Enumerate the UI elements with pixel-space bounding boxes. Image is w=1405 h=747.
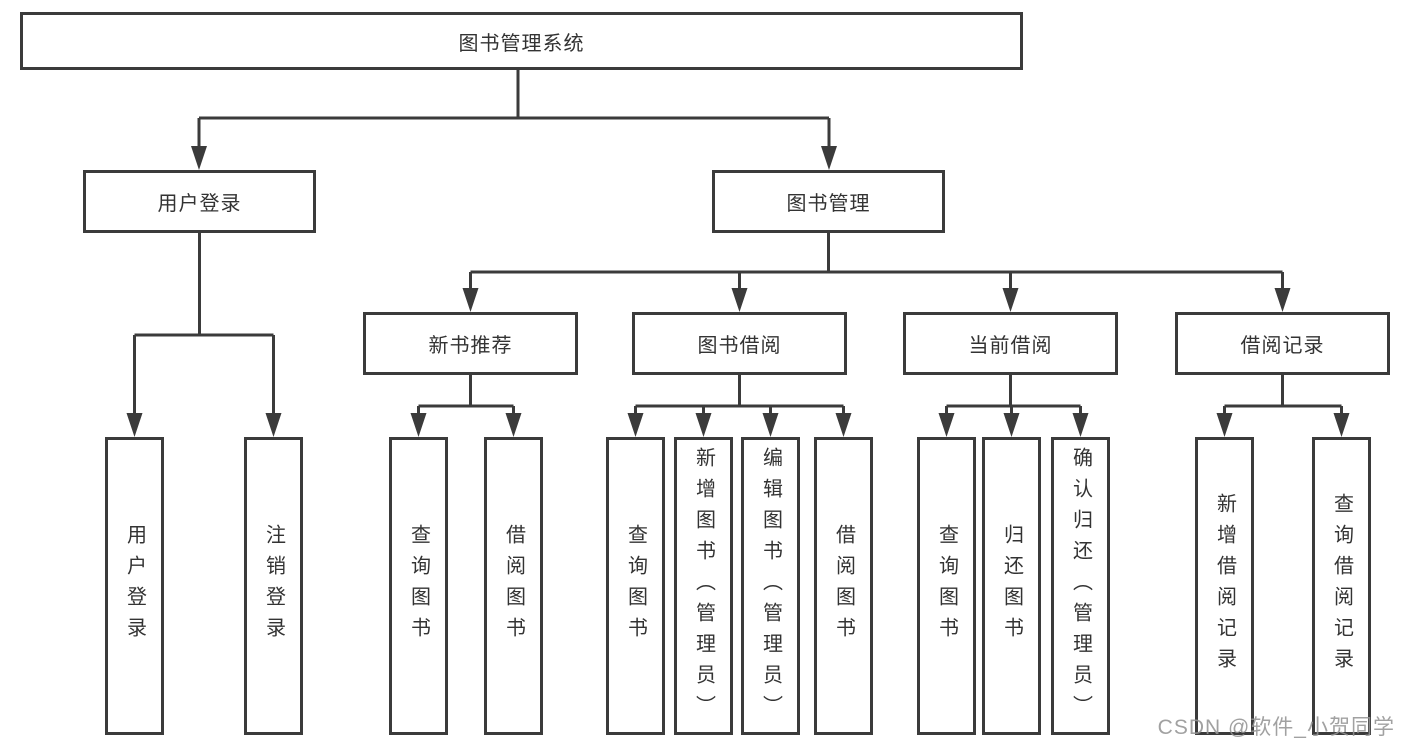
leaf-add-borrow-record: 新增借阅记录 [1195, 437, 1254, 735]
leaf-confirm-return-admin: 确认归还（管理员） [1051, 437, 1110, 735]
leaf-label: 归还图书 [1000, 524, 1023, 648]
node-new-book-recommendation: 新书推荐 [363, 312, 578, 375]
leaf-label: 借阅图书 [832, 524, 855, 648]
leaf-edit-books-admin: 编辑图书（管理员） [741, 437, 800, 735]
node-user-login: 用户登录 [83, 170, 316, 233]
csdn-watermark: CSDN @软件_小贺同学 [1157, 716, 1395, 739]
leaf-query-books-recommend: 查询图书 [389, 437, 448, 735]
leaf-query-books-current: 查询图书 [917, 437, 976, 735]
leaf-borrow-books-recommend: 借阅图书 [484, 437, 543, 735]
node-borrowing-records: 借阅记录 [1175, 312, 1390, 375]
leaf-label: 注销登录 [262, 524, 285, 648]
node-book-borrowing: 图书借阅 [632, 312, 847, 375]
node-label: 用户登录 [157, 193, 242, 215]
leaf-label: 新增图书（管理员） [692, 446, 715, 726]
leaf-label: 查询图书 [407, 524, 430, 648]
leaf-label: 查询图书 [935, 524, 958, 648]
leaf-label: 新增借阅记录 [1213, 493, 1236, 679]
node-label: 当前借阅 [968, 335, 1053, 357]
leaf-label: 借阅图书 [502, 524, 525, 648]
node-label: 图书借阅 [697, 335, 782, 357]
node-label: 图书管理 [786, 193, 871, 215]
node-label: 借阅记录 [1240, 335, 1325, 357]
node-label: 新书推荐 [428, 335, 513, 357]
node-library-management-system: 图书管理系统 [20, 12, 1023, 70]
leaf-query-borrow-record: 查询借阅记录 [1312, 437, 1371, 735]
arrowheads [126, 146, 1350, 437]
leaf-query-books-borrow: 查询图书 [606, 437, 665, 735]
node-label: 图书管理系统 [458, 32, 585, 55]
leaf-label: 查询图书 [624, 524, 647, 648]
leaf-return-books: 归还图书 [982, 437, 1041, 735]
leaf-label: 确认归还（管理员） [1069, 446, 1092, 726]
leaf-label: 查询借阅记录 [1330, 493, 1353, 679]
leaf-label: 用户登录 [123, 524, 146, 648]
leaf-logout: 注销登录 [244, 437, 303, 735]
leaf-add-books-admin: 新增图书（管理员） [674, 437, 733, 735]
leaf-borrow-books: 借阅图书 [814, 437, 873, 735]
leaf-user-login: 用户登录 [105, 437, 164, 735]
leaf-label: 编辑图书（管理员） [759, 446, 782, 726]
node-book-management: 图书管理 [712, 170, 945, 233]
node-current-borrowing: 当前借阅 [903, 312, 1118, 375]
